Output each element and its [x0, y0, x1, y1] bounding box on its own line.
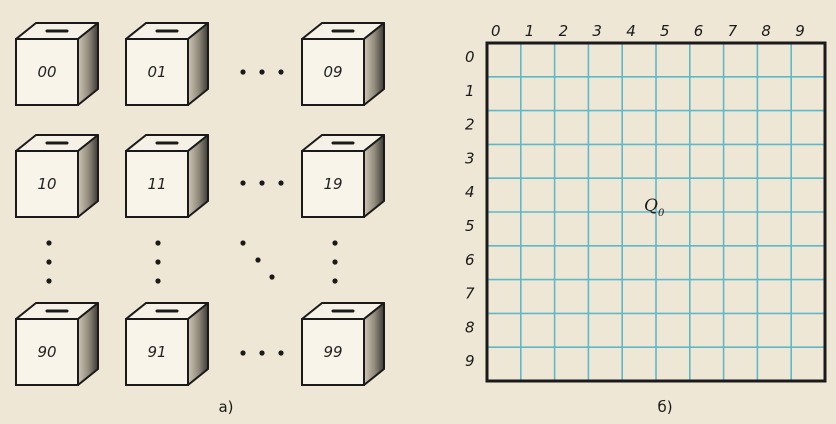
column-label: 3 — [592, 22, 602, 40]
diagonal-ellipsis — [240, 240, 275, 280]
box-00: 00 — [15, 22, 99, 106]
row-label: 3 — [465, 149, 475, 167]
column-label: 2 — [559, 22, 569, 40]
box-front-face — [125, 38, 189, 106]
box-label: 99 — [323, 343, 342, 361]
row-label: 1 — [465, 82, 475, 100]
box-label: 00 — [37, 63, 56, 81]
box-label: 01 — [147, 63, 166, 81]
column-label: 0 — [491, 22, 501, 40]
box-front-face — [301, 150, 365, 218]
box-09: 09 — [301, 22, 385, 106]
box-label: 09 — [323, 63, 342, 81]
row-ellipsis-2 — [240, 180, 284, 186]
row-label: 5 — [465, 217, 475, 235]
row-label: 8 — [465, 318, 475, 336]
column-label: 8 — [761, 22, 771, 40]
row-label: 6 — [465, 251, 475, 269]
box-label: 19 — [323, 175, 342, 193]
row-labels: 0 1 2 3 4 5 6 7 8 9 — [465, 48, 475, 370]
panel-b-caption: б) — [657, 398, 672, 416]
column-label: 6 — [694, 22, 704, 40]
grid-frame — [485, 41, 827, 383]
point-q0-label: Q0 — [644, 196, 665, 219]
column-label: 4 — [626, 22, 636, 40]
panel-a-caption: а) — [218, 398, 233, 416]
column-ellipsis-1 — [46, 240, 52, 284]
box-front-face — [15, 150, 79, 218]
row-ellipsis-1 — [240, 69, 284, 75]
box-label: 11 — [147, 175, 166, 193]
box-10: 10 — [15, 134, 99, 218]
column-ellipsis-2 — [155, 240, 161, 284]
box-99: 99 — [301, 302, 385, 386]
box-front-face — [301, 318, 365, 386]
box-front-face — [125, 318, 189, 386]
box-front-face — [15, 38, 79, 106]
panel-a-boxes: 00 01 09 10 11 19 90 91 99 — [15, 22, 385, 416]
box-front-face — [15, 318, 79, 386]
coordinate-grid-lines — [487, 43, 825, 381]
row-label: 4 — [465, 183, 475, 201]
column-labels: 0 1 2 3 4 5 6 7 8 9 — [491, 22, 805, 40]
row-ellipsis-3 — [240, 350, 284, 356]
point-q0-subscript: 0 — [658, 208, 665, 219]
column-ellipsis-3 — [332, 240, 338, 284]
row-label: 9 — [465, 352, 475, 370]
row-label: 0 — [465, 48, 475, 66]
box-label: 90 — [37, 343, 56, 361]
column-label: 7 — [728, 22, 738, 40]
box-front-face — [301, 38, 365, 106]
box-19: 19 — [301, 134, 385, 218]
box-90: 90 — [15, 302, 99, 386]
box-front-face — [125, 150, 189, 218]
box-01: 01 — [125, 22, 209, 106]
box-label: 10 — [37, 175, 56, 193]
column-label: 5 — [660, 22, 670, 40]
box-11: 11 — [125, 134, 209, 218]
column-label: 1 — [525, 22, 535, 40]
row-label: 2 — [465, 116, 475, 134]
column-label: 9 — [795, 22, 805, 40]
box-91: 91 — [125, 302, 209, 386]
row-label: 7 — [465, 285, 475, 303]
box-label: 91 — [147, 343, 166, 361]
boxes-grid: 00 01 09 10 11 19 90 91 99 — [15, 22, 385, 386]
point-q0-main: Q — [644, 196, 658, 216]
